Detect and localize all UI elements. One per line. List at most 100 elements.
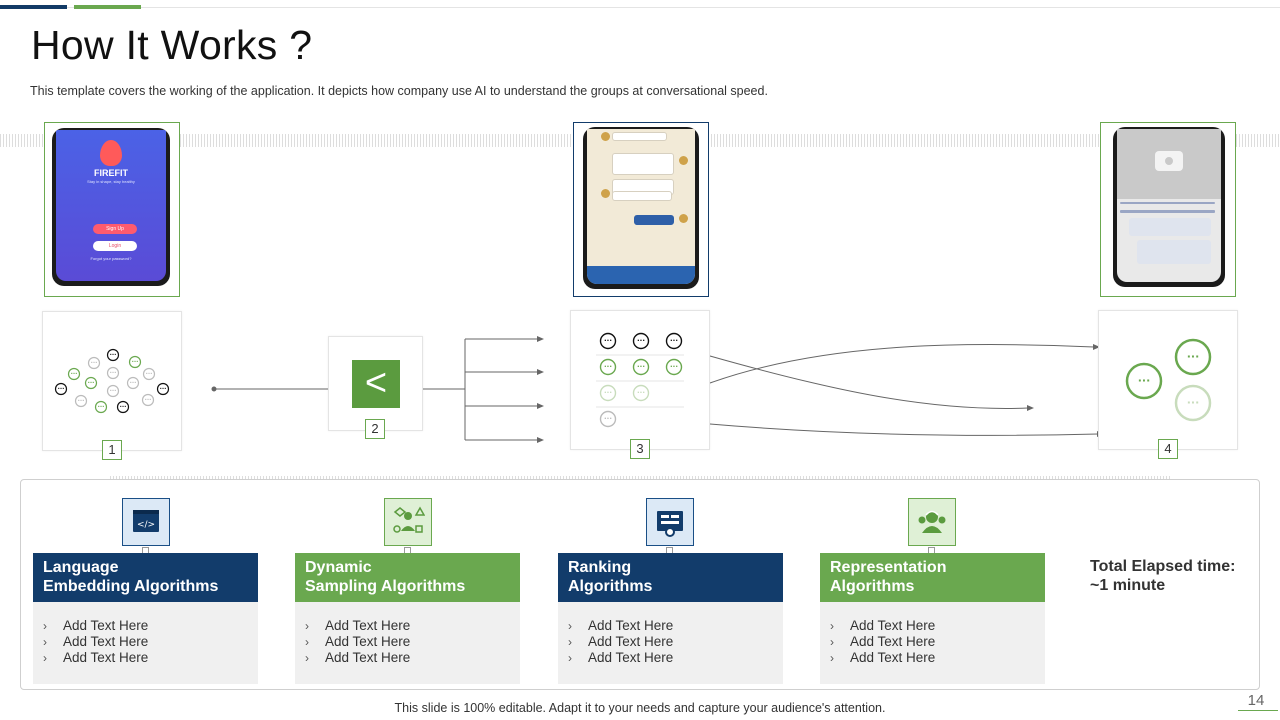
- bubble: ···: [141, 393, 155, 407]
- bubble: ···: [599, 384, 617, 402]
- bubble: ···: [599, 332, 617, 350]
- bubble: ···: [665, 332, 683, 350]
- chevron-right-icon: ›: [43, 619, 47, 633]
- bubble: ···: [126, 376, 140, 390]
- bubble: ···: [84, 376, 98, 390]
- chevron-right-icon: ›: [568, 619, 572, 633]
- chevron-right-icon: ›: [568, 635, 572, 649]
- bubble: ···: [142, 367, 156, 381]
- chevron-right-icon: ›: [830, 651, 834, 665]
- flame-icon: [100, 140, 122, 166]
- algorithm-title-line: Sampling Algorithms: [305, 578, 466, 595]
- svg-text:···: ···: [1187, 396, 1200, 409]
- svg-text:···: ···: [91, 360, 98, 367]
- code-window-icon: </>: [122, 498, 170, 546]
- bubble: ···: [94, 400, 108, 414]
- bubble: ···: [599, 410, 617, 428]
- chat-input-bar: [587, 266, 695, 284]
- bubble: ···: [632, 332, 650, 350]
- list-item: ›Add Text Here: [305, 650, 411, 665]
- app-tagline: Stay in shape, stay healthy: [87, 179, 135, 184]
- accent-bar-green: [74, 5, 141, 9]
- list-item: ›Add Text Here: [830, 650, 936, 665]
- phone-frame-2: [573, 122, 709, 297]
- algorithm-title-2: Dynamic Sampling Algorithms: [295, 553, 520, 602]
- algorithm-title-line: Algorithms: [830, 578, 915, 595]
- svg-text:···: ···: [604, 389, 612, 397]
- svg-text:···: ···: [160, 386, 167, 393]
- phone-1: FIREFIT Stay in shape, stay healthy Sign…: [52, 128, 170, 286]
- app-logo-text: FIREFIT: [94, 168, 128, 178]
- bubble: ···: [87, 356, 101, 370]
- chevron-right-icon: ›: [305, 651, 309, 665]
- phone-2: [583, 127, 699, 289]
- step-number-2: 2: [365, 419, 385, 439]
- algorithm-title-line: Dynamic: [305, 559, 372, 576]
- algorithm-body-1: ›Add Text Here ›Add Text Here ›Add Text …: [33, 602, 258, 684]
- group-representation-icon: [908, 498, 956, 546]
- bubble: ···: [665, 358, 683, 376]
- algorithm-title-line: Language: [43, 559, 119, 576]
- login-button[interactable]: Login: [93, 241, 137, 251]
- algorithm-body-2: ›Add Text Here ›Add Text Here ›Add Text …: [295, 602, 520, 684]
- list-item: ›Add Text Here: [830, 634, 936, 649]
- top-rule: [0, 7, 1280, 8]
- action-bar: [1120, 210, 1215, 213]
- avatar: [679, 214, 688, 223]
- chevron-right-icon: ›: [305, 619, 309, 633]
- svg-text:···: ···: [120, 404, 127, 411]
- elapsed-time: Total Elapsed time: ~1 minute: [1090, 557, 1236, 595]
- phone-frame-3: [1100, 122, 1236, 297]
- chevron-right-icon: ›: [305, 635, 309, 649]
- svg-text:···: ···: [1138, 374, 1151, 387]
- list-item: ›Add Text Here: [568, 634, 674, 649]
- bubble: ···: [74, 394, 88, 408]
- svg-text:···: ···: [110, 370, 117, 377]
- accent-bar-navy: [0, 5, 67, 9]
- svg-text:···: ···: [110, 388, 117, 395]
- svg-text:···: ···: [78, 398, 85, 405]
- bubble: ···: [67, 367, 81, 381]
- bubble: ···: [106, 348, 120, 362]
- svg-text:···: ···: [110, 352, 117, 359]
- svg-text:···: ···: [637, 363, 645, 371]
- step-number-3: 3: [630, 439, 650, 459]
- slide-footer: This slide is 100% editable. Adapt it to…: [394, 701, 886, 715]
- list-item: ›Add Text Here: [305, 634, 411, 649]
- avatar: [601, 189, 610, 198]
- ranking-dashboard-icon: [646, 498, 694, 546]
- elapsed-value: ~1 minute: [1090, 577, 1166, 594]
- svg-text:···: ···: [604, 363, 612, 371]
- svg-text:···: ···: [130, 380, 137, 387]
- avatar: [679, 156, 688, 165]
- chat-screen: [587, 129, 695, 284]
- slide-subtitle: This template covers the working of the …: [30, 84, 768, 98]
- svg-text:</>: </>: [137, 520, 155, 530]
- avatar: [601, 132, 610, 141]
- bubble: ···: [156, 382, 170, 396]
- comment-card: [1129, 218, 1211, 236]
- algorithm-body-3: ›Add Text Here ›Add Text Here ›Add Text …: [558, 602, 783, 684]
- svg-text:···: ···: [132, 359, 139, 366]
- algorithm-title-line: Embedding Algorithms: [43, 578, 219, 595]
- svg-text:···: ···: [88, 380, 95, 387]
- chevron-right-icon: ›: [568, 651, 572, 665]
- bubble: ···: [128, 355, 142, 369]
- conversation-bubbles-icon: ··· ··· ···: [1125, 338, 1212, 422]
- svg-text:···: ···: [98, 404, 105, 411]
- bubble: ···: [1174, 384, 1212, 422]
- algorithm-title-line: Representation: [830, 559, 947, 576]
- bubble: ···: [116, 400, 130, 414]
- svg-text:···: ···: [637, 337, 645, 345]
- forgot-password-link[interactable]: Forgot your password?: [90, 256, 132, 261]
- firefit-screen: FIREFIT Stay in shape, stay healthy Sign…: [56, 130, 166, 281]
- svg-text:···: ···: [637, 389, 645, 397]
- svg-text:···: ···: [670, 363, 678, 371]
- chevron-right-icon: ›: [43, 635, 47, 649]
- less-than-symbol: <: [352, 360, 400, 408]
- reactions-line: [1120, 202, 1215, 204]
- signup-button[interactable]: Sign Up: [93, 224, 137, 234]
- social-feed-screen: [1117, 129, 1221, 282]
- step-number-1: 1: [102, 440, 122, 460]
- algorithm-title-4: Representation Algorithms: [820, 553, 1045, 602]
